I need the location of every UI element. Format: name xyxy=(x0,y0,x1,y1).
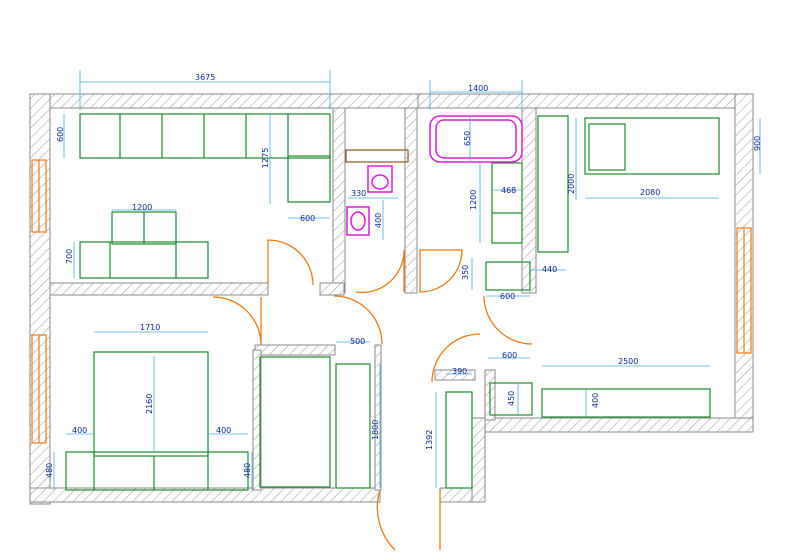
dim-1392: 1392 xyxy=(425,430,434,450)
wall-mid-horizontal xyxy=(49,282,269,296)
bathtub xyxy=(429,115,523,163)
windows xyxy=(31,159,752,444)
dim-600-left-top: 600 xyxy=(56,127,65,142)
dim-400-bed-right: 400 xyxy=(216,426,231,435)
wall-left xyxy=(29,93,51,505)
wall-wc-right xyxy=(404,107,418,294)
door-kitchen xyxy=(267,239,314,286)
wardrobe-left xyxy=(259,356,331,488)
walls xyxy=(29,93,754,505)
kitchen-cabinets-top xyxy=(79,113,331,159)
doors xyxy=(212,239,533,551)
dim-390: 390 xyxy=(452,367,467,376)
door-bedroom-right-top xyxy=(483,295,533,345)
dim-440: 440 xyxy=(542,265,557,274)
dim-650: 650 xyxy=(463,131,472,146)
bedside-cabinets xyxy=(65,451,249,491)
bathtub-inner xyxy=(435,119,517,159)
wall-top-left xyxy=(29,93,419,109)
wardrobe-right xyxy=(335,363,371,489)
door-closet xyxy=(333,295,383,345)
dim-480-left: 480 xyxy=(45,463,54,478)
bath-cabinet xyxy=(491,162,523,244)
wall-step xyxy=(471,417,486,503)
dim-600-hall: 600 xyxy=(500,292,515,301)
dim-2080: 2080 xyxy=(640,188,660,197)
wardrobe-bedroom-right xyxy=(537,115,569,253)
wall-closet-right xyxy=(374,344,382,491)
dimension-lines xyxy=(53,70,761,490)
furniture xyxy=(65,113,720,491)
wall-hall-stub xyxy=(319,282,345,296)
dim-330: 330 xyxy=(351,189,366,198)
door-wc xyxy=(355,249,405,294)
single-bed-pillow xyxy=(588,123,626,171)
dim-1275: 1275 xyxy=(261,148,270,168)
door-bath xyxy=(419,249,463,293)
dining-table xyxy=(79,241,209,279)
dim-480-right: 480 xyxy=(243,463,252,478)
dim-600-right: 600 xyxy=(502,351,517,360)
door-bedroom xyxy=(212,296,262,346)
hall-wardrobe xyxy=(445,391,473,489)
dim-1710: 1710 xyxy=(140,323,160,332)
small-cabinet xyxy=(489,382,533,416)
wc-sink xyxy=(346,206,370,236)
double-bed xyxy=(93,351,209,457)
washing-cabinet xyxy=(485,261,531,291)
wall-wc-left xyxy=(332,107,346,294)
dim-600-kitchen: 600 xyxy=(300,214,315,223)
dim-450: 450 xyxy=(507,391,516,406)
dim-700: 700 xyxy=(65,249,74,264)
door-entry xyxy=(376,489,396,551)
wall-bath-right xyxy=(521,107,537,294)
dimension-labels: 3675 1400 600 1275 650 900 2000 2080 330… xyxy=(45,73,762,478)
wall-bottom-right xyxy=(484,417,754,433)
kitchen-cabinet-corner xyxy=(287,155,331,203)
dim-900: 900 xyxy=(753,136,762,151)
wall-closet-left xyxy=(252,349,262,491)
dim-500: 500 xyxy=(350,337,365,346)
wall-closet-top xyxy=(254,344,336,356)
wall-top-right xyxy=(417,93,754,109)
dim-1200-table: 1200 xyxy=(132,203,152,212)
dim-2500: 2500 xyxy=(618,357,638,366)
single-bed xyxy=(584,117,720,175)
dim-468: 468 xyxy=(501,186,516,195)
dim-2160: 2160 xyxy=(145,394,154,414)
plumbing xyxy=(345,115,523,236)
wall-bottom-left xyxy=(29,487,381,503)
dim-400-bed-left: 400 xyxy=(72,426,87,435)
dim-3675: 3675 xyxy=(195,73,215,82)
wc-shelf xyxy=(345,149,409,163)
dim-1800: 1800 xyxy=(371,420,380,440)
dim-1200-bath: 1200 xyxy=(469,190,478,210)
wall-right-closet-top xyxy=(434,369,476,381)
bench xyxy=(541,388,711,418)
dim-1400: 1400 xyxy=(468,84,488,93)
dim-400-bench: 400 xyxy=(591,393,600,408)
dim-2000: 2000 xyxy=(567,174,576,194)
door-hall xyxy=(431,333,481,383)
dim-350: 350 xyxy=(461,265,470,280)
toilet xyxy=(367,165,393,193)
dim-400-wc: 400 xyxy=(374,213,383,228)
